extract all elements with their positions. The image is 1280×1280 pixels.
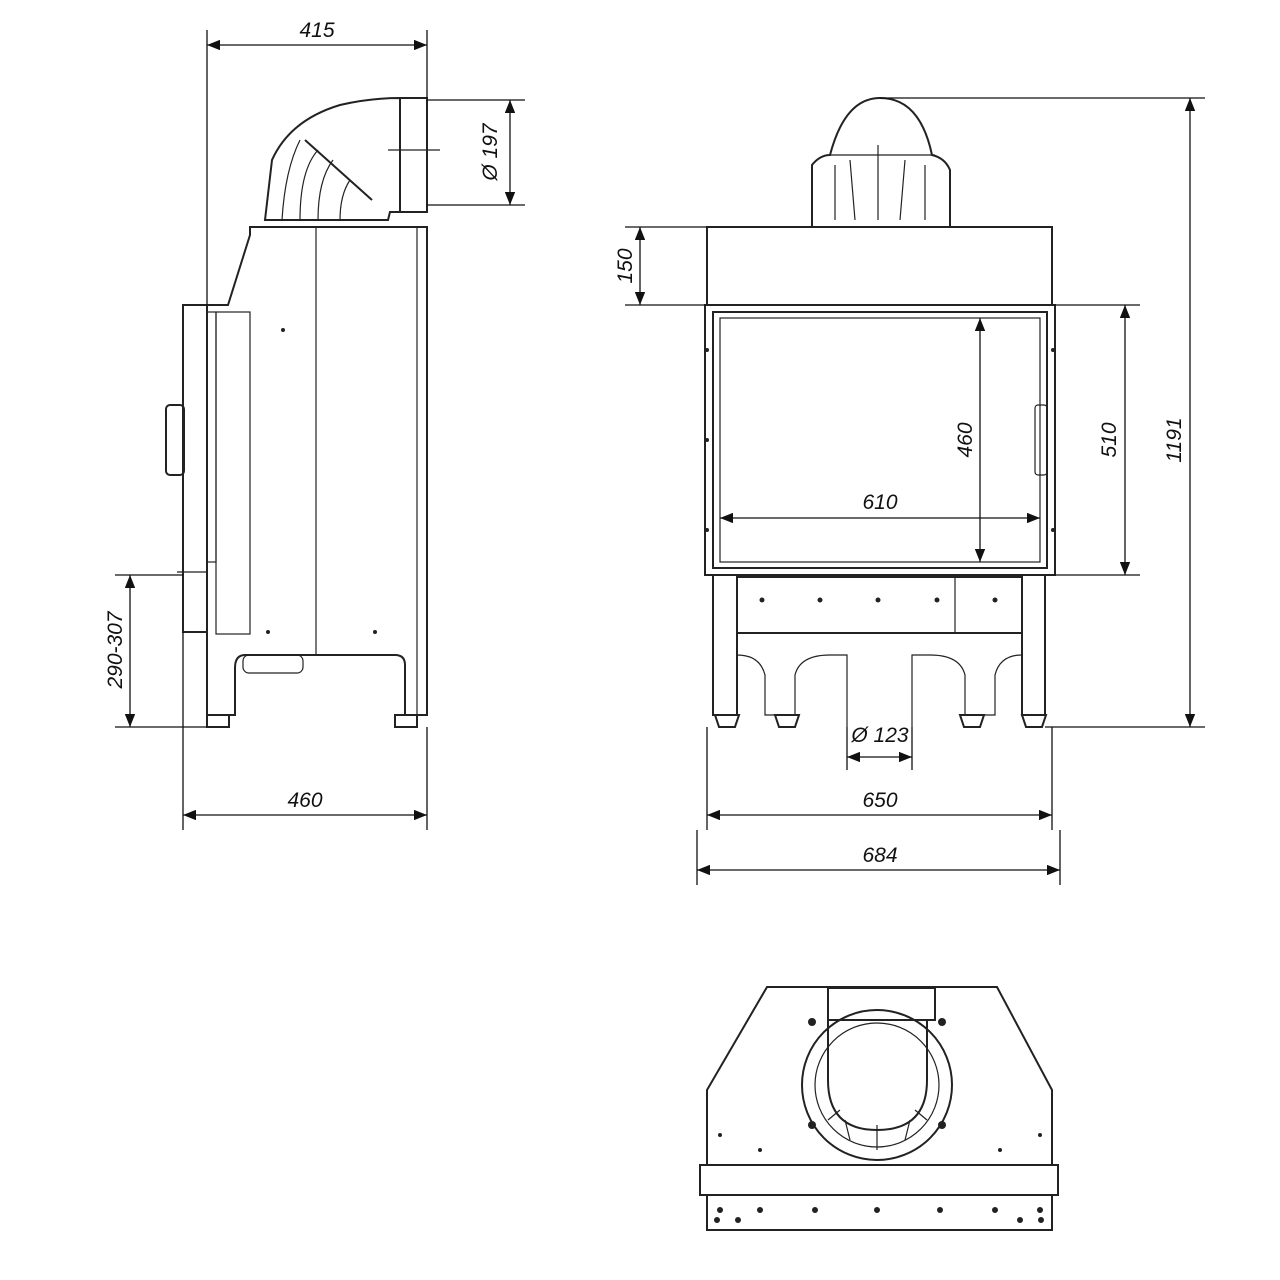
- dimension-glass-width: 610: [720, 491, 1040, 524]
- dimension-door-height: 510: [1055, 304, 1140, 576]
- dimension-label: Ø 197: [479, 122, 502, 182]
- dimension-label: 1191: [1163, 417, 1186, 462]
- front-view: [704, 96, 1056, 728]
- side-view: [165, 96, 440, 728]
- dimension-inner-width: 650: [706, 727, 1053, 830]
- dimension-label: 150: [614, 248, 637, 283]
- dimension-height-range: 290-307: [104, 574, 207, 728]
- dimension-outer-width: 684: [696, 830, 1061, 885]
- top-view: [699, 986, 1059, 1231]
- dimension-label: 460: [287, 789, 322, 812]
- dimension-side-depth: 460: [182, 632, 428, 830]
- dimension-top-height: 150: [614, 226, 707, 306]
- dimension-label: 650: [862, 789, 897, 812]
- dimension-side-width: 415: [206, 19, 428, 305]
- dimension-label: 460: [954, 422, 977, 457]
- dimension-label: 415: [299, 19, 334, 42]
- dimension-flue-diameter: Ø 197: [427, 99, 525, 206]
- dimension-label: 510: [1098, 422, 1121, 457]
- dimension-glass-height: 460: [954, 318, 986, 562]
- dimension-label: 684: [862, 844, 897, 867]
- dimension-label: 610: [862, 491, 897, 514]
- dimension-label: Ø 123: [850, 724, 909, 747]
- dimension-total-height: 1191: [880, 97, 1205, 728]
- dimension-air-inlet-diameter: Ø 123: [846, 724, 913, 770]
- dimension-label: 290-307: [104, 610, 127, 689]
